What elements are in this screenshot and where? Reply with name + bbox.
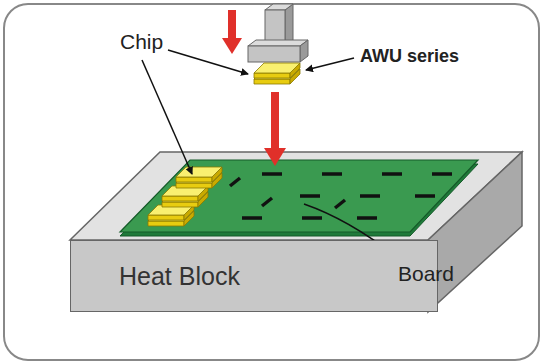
board-pads xyxy=(230,174,452,218)
part-label: AWU series xyxy=(356,44,463,69)
chip xyxy=(148,205,194,226)
chip xyxy=(254,63,300,84)
chip xyxy=(176,167,222,188)
chip xyxy=(162,186,208,207)
press-arrow xyxy=(222,10,242,54)
board xyxy=(120,160,478,232)
heat-block: Heat Block xyxy=(70,240,438,312)
block-label: Heat Block xyxy=(119,262,437,291)
leader-arrow xyxy=(306,58,354,70)
leader-arrow xyxy=(142,60,192,174)
part-label: Board xyxy=(394,260,458,288)
place-arrow xyxy=(264,92,286,166)
tool-head-top xyxy=(248,40,308,46)
tool-head-side xyxy=(300,40,308,62)
part-label: Chip xyxy=(116,28,167,56)
tool-shaft-top xyxy=(265,4,293,10)
tool-head xyxy=(248,46,300,62)
leader-arrow xyxy=(168,50,248,74)
frame xyxy=(4,4,539,360)
